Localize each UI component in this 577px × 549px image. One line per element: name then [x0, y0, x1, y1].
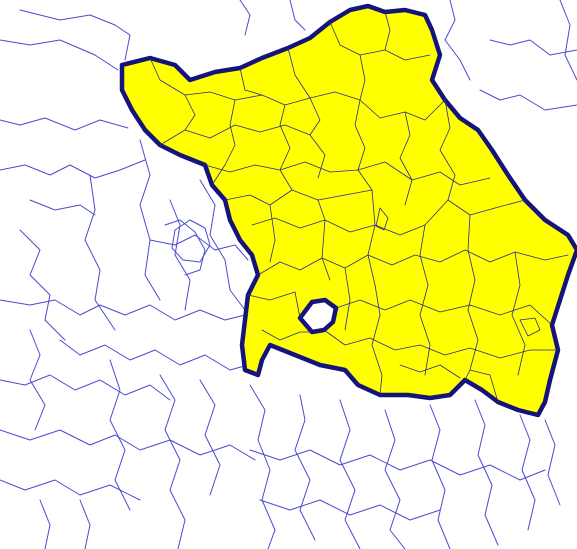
internal-boundary: [371, 284, 383, 396]
boundary-line: [199, 379, 221, 496]
boundary-line: [259, 499, 441, 521]
boundary-line: [559, 0, 577, 81]
boundary-line: [0, 117, 129, 131]
boundary-line: [519, 414, 536, 531]
internal-boundary: [375, 207, 389, 231]
internal-boundary: [269, 204, 276, 263]
boundary-line: [289, 0, 306, 31]
boundary-line: [84, 174, 116, 331]
boundary-line: [199, 179, 246, 311]
boundary-line: [0, 299, 246, 321]
boundary-line: [0, 39, 119, 71]
boundary-line: [384, 409, 406, 549]
highlighted-region-area: [119, 3, 577, 418]
internal-boundary: [384, 11, 391, 51]
internal-boundary: [247, 291, 301, 319]
boundary-line: [39, 499, 51, 549]
internal-boundary: [279, 104, 293, 191]
internal-boundary: [399, 364, 461, 379]
internal-boundary: [239, 67, 263, 96]
internal-boundary: [467, 214, 479, 371]
boundary-line: [139, 139, 161, 301]
boundary-line: [249, 384, 276, 549]
boundary-line: [29, 199, 96, 216]
boundary-line: [294, 394, 316, 541]
boundary-line: [0, 429, 256, 461]
internal-boundary: [354, 99, 373, 191]
boundary-line: [29, 329, 46, 431]
boundary-line: [59, 339, 249, 371]
boundary-line: [164, 219, 206, 276]
internal-boundary: [399, 111, 413, 206]
boundary-line: [0, 374, 171, 401]
boundary-line: [489, 39, 577, 56]
boundary-line: [109, 359, 131, 511]
internal-boundary: [359, 54, 446, 121]
boundary-line: [159, 374, 186, 549]
boundary-line: [249, 449, 546, 481]
internal-boundary: [204, 161, 491, 186]
internal-boundary: [224, 189, 373, 206]
internal-boundary: [511, 251, 526, 376]
boundary-line: [429, 404, 451, 549]
boundary-line: [0, 159, 146, 179]
internal-boundary: [344, 267, 351, 331]
internal-boundary: [309, 97, 326, 179]
internal-boundary: [329, 21, 431, 61]
internal-boundary: [149, 57, 311, 106]
internal-boundary: [519, 317, 541, 337]
internal-boundary: [323, 329, 559, 359]
internal-boundary: [317, 199, 331, 281]
internal-boundary: [439, 99, 456, 201]
boundary-line: [479, 89, 577, 111]
boundary-line: [79, 499, 91, 549]
boundary-line: [19, 229, 66, 341]
boundary-line: [169, 199, 191, 311]
boundary-line: [171, 219, 211, 263]
internal-boundary: [251, 199, 526, 236]
boundary-line: [19, 9, 131, 61]
boundary-line: [444, 0, 471, 81]
internal-boundary: [184, 94, 196, 131]
boundary-line: [239, 0, 251, 36]
boundary-line: [149, 234, 249, 261]
highlighted-region: [119, 3, 577, 418]
internal-boundary: [464, 369, 499, 403]
internal-boundary: [257, 249, 569, 276]
boundary-line: [0, 479, 141, 501]
internal-boundaries: [149, 11, 569, 403]
boundary-line: [544, 419, 561, 506]
boundary-line: [474, 399, 499, 546]
boundary-line: [339, 399, 361, 549]
internal-boundary: [211, 99, 236, 186]
internal-boundary: [419, 224, 431, 376]
internal-boundary: [367, 189, 376, 286]
internal-boundary: [261, 329, 313, 341]
internal-boundary: [335, 299, 553, 326]
